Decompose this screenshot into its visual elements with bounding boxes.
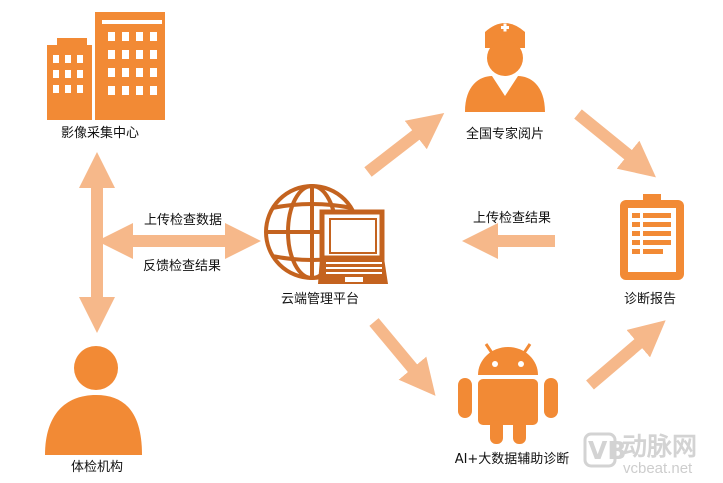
watermark-logo-mark: VB — [588, 436, 626, 465]
arrow-ai-report — [586, 320, 666, 390]
arrow-cloud-ai — [369, 318, 436, 396]
nurse-icon — [465, 23, 545, 112]
feedback-results-label: 反馈检查结果 — [143, 259, 221, 274]
arrow-cloud-expert — [364, 112, 445, 177]
watermark-url: vcbeat.net — [623, 460, 693, 477]
exam-institution-label: 体检机构 — [71, 460, 123, 475]
arrow-expert-report — [574, 109, 656, 178]
building-icon — [47, 12, 165, 120]
android-icon — [458, 343, 558, 444]
person-icon — [45, 346, 142, 455]
upload-exam-data-label: 上传检查数据 — [144, 213, 222, 228]
expert-reading-label: 全国专家阅片 — [466, 126, 544, 142]
report-icon — [620, 194, 684, 280]
upload-results-label: 上传检查结果 — [473, 211, 551, 226]
diagnosis-report-label: 诊断报告 — [624, 292, 676, 307]
cloud-platform-label: 云端管理平台 — [281, 292, 359, 307]
watermark-logo-text: 动脉网 — [622, 432, 697, 461]
imaging-center-label: 影像采集中心 — [61, 125, 139, 141]
ai-diagnosis-label: AI+大数据辅助诊断 — [455, 452, 570, 467]
vcbeat-watermark: VB 动脉网 vcbeat.net — [583, 432, 697, 477]
laptop-icon — [318, 209, 388, 284]
